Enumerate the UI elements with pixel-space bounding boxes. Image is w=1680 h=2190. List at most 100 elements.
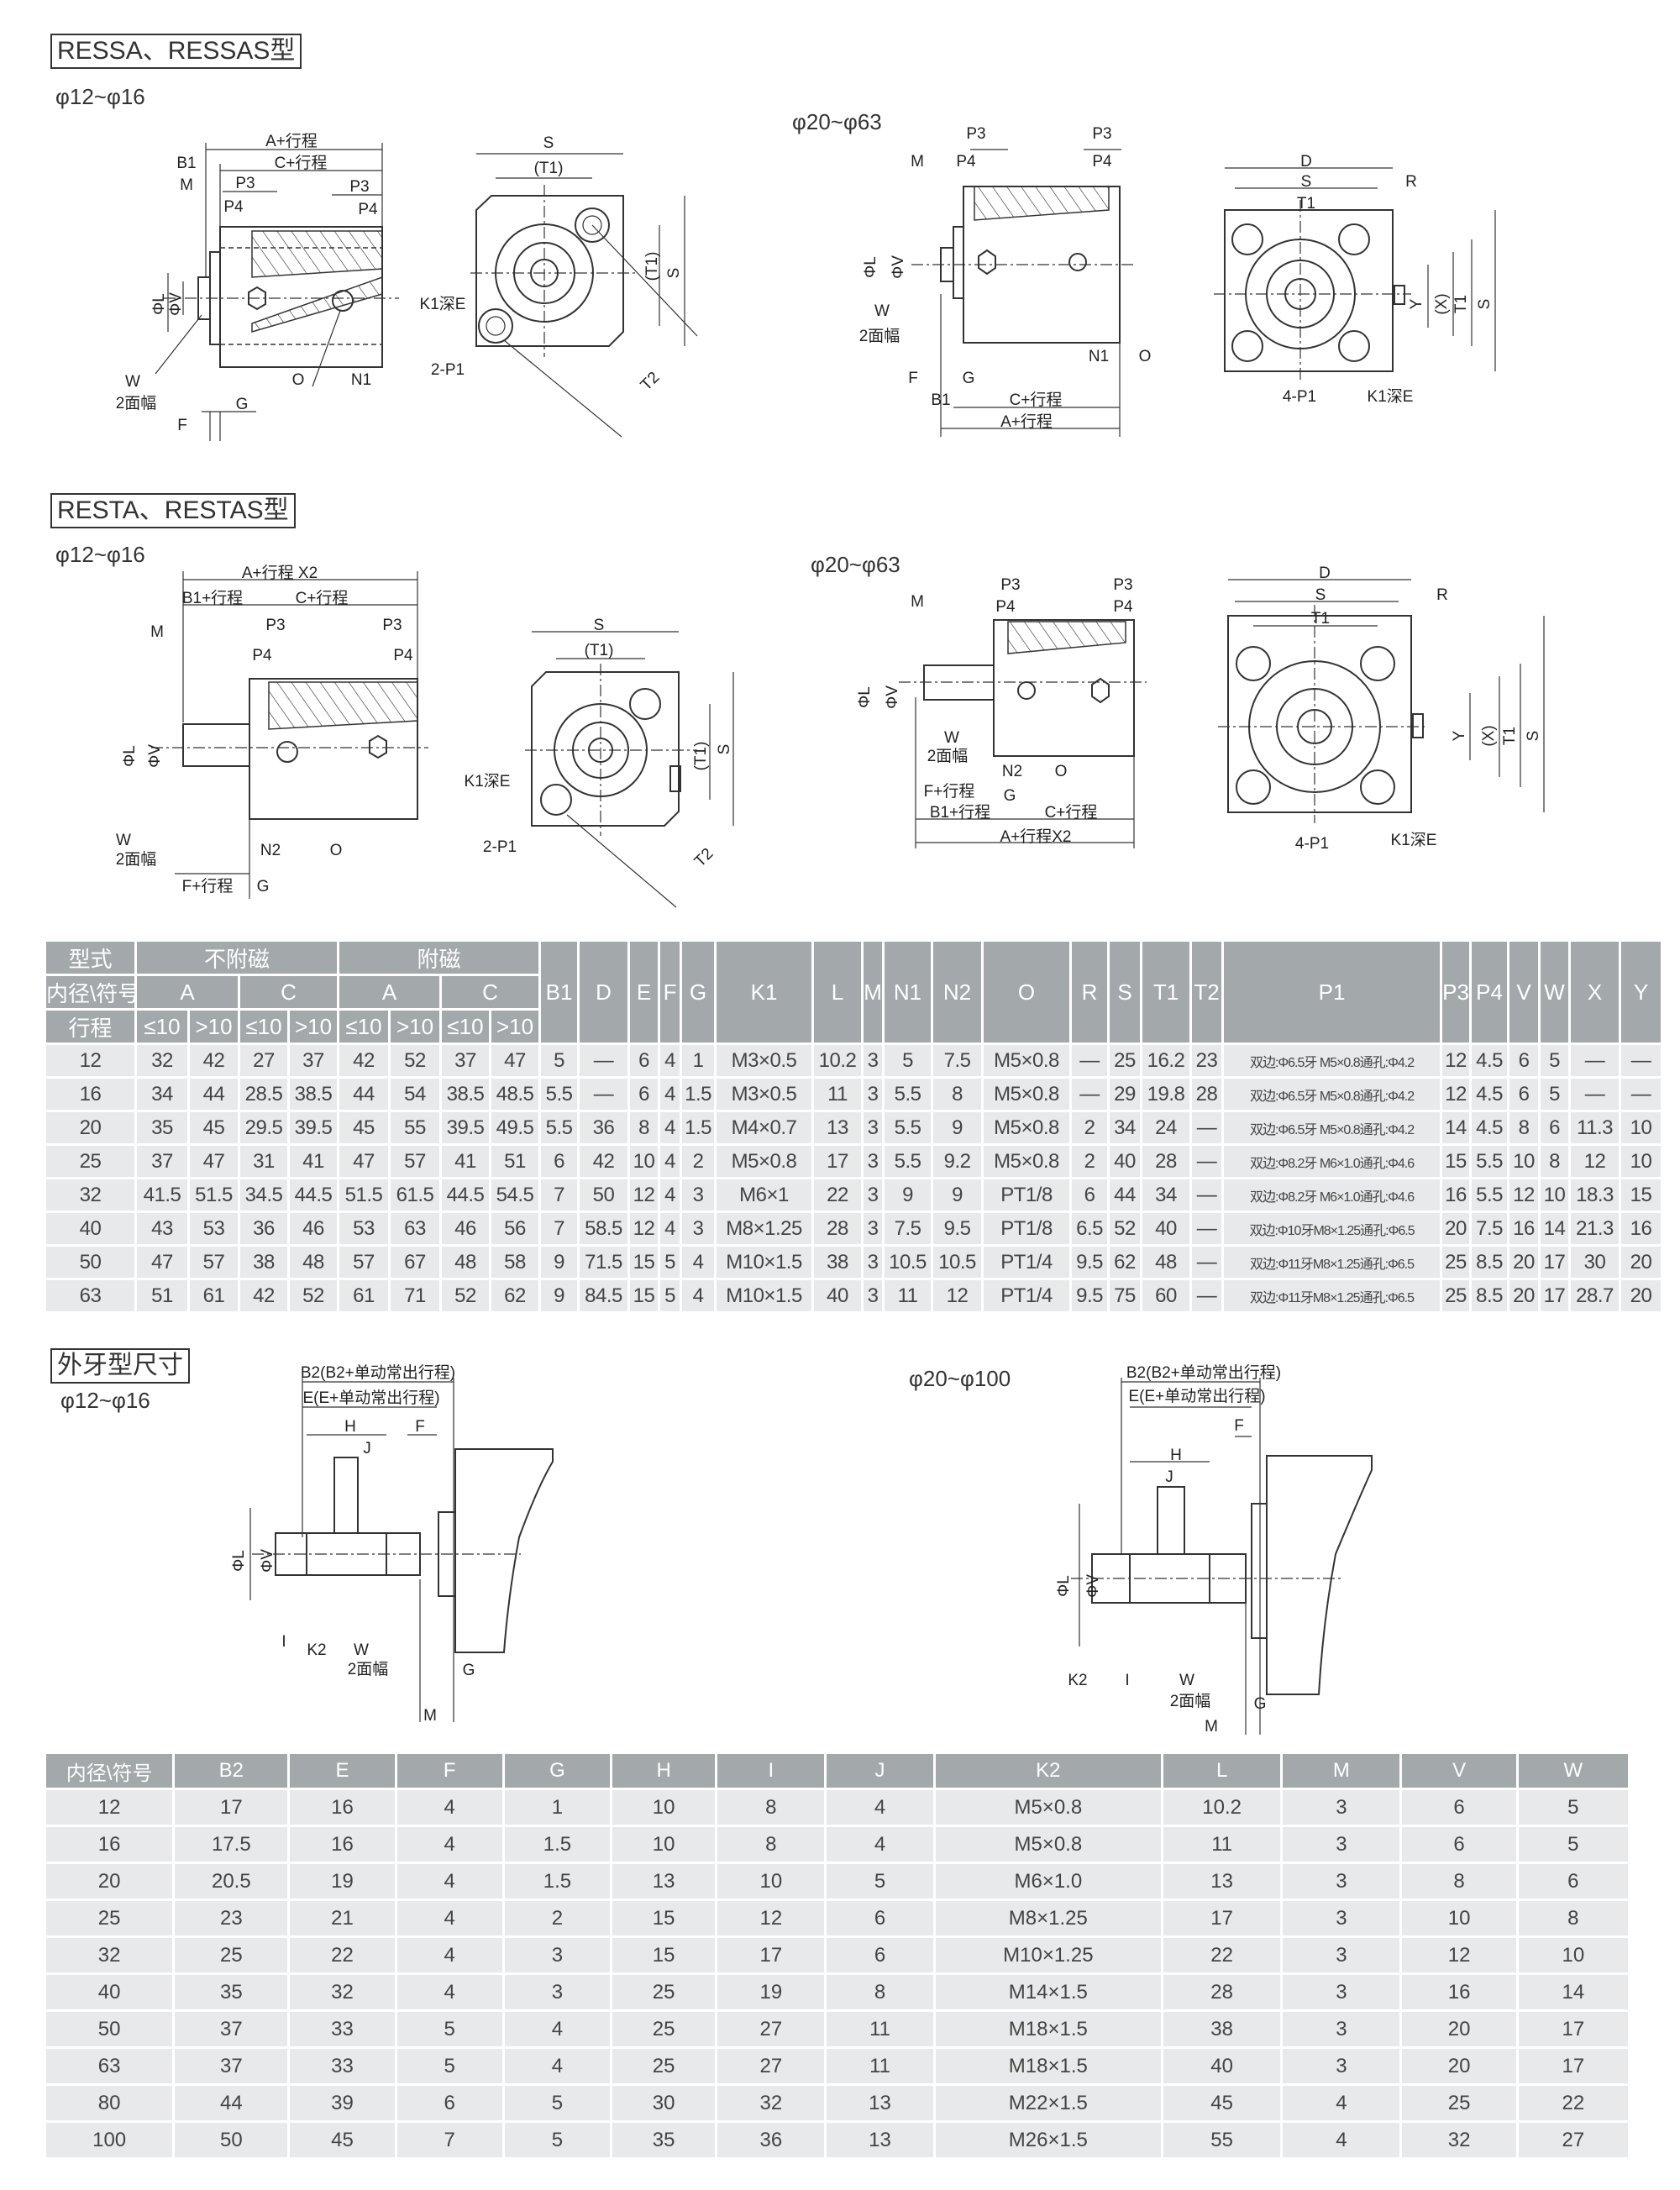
table-cell: 75 bbox=[1110, 1280, 1141, 1311]
table-cell: 16 bbox=[290, 1790, 395, 1825]
table-cell: 28 bbox=[814, 1213, 862, 1244]
table-cell: 13 bbox=[1163, 1864, 1281, 1899]
table-cell: 25 bbox=[612, 2012, 716, 2046]
table-cell: 16 bbox=[1621, 1213, 1662, 1244]
table-cell: 5 bbox=[396, 2012, 502, 2046]
table-cell: 3 bbox=[504, 1938, 611, 1972]
dim-label: 2面幅 bbox=[859, 327, 900, 345]
table-cell: 51 bbox=[491, 1146, 539, 1177]
table-cell: 40 bbox=[1163, 2049, 1281, 2083]
table-cell: 14 bbox=[1442, 1112, 1470, 1143]
table-cell: 27 bbox=[717, 2049, 825, 2083]
header-col: B2 bbox=[175, 1754, 288, 1788]
table-cell: 19.8 bbox=[1142, 1079, 1190, 1110]
table-cell: 38 bbox=[814, 1247, 862, 1278]
header-col: K2 bbox=[935, 1754, 1162, 1788]
dim-label: E(E+单动常出行程) bbox=[1128, 1387, 1265, 1405]
table-cell: 6 bbox=[827, 1901, 933, 1935]
dim-label: B1 bbox=[176, 155, 196, 172]
dim-label: G bbox=[463, 1662, 475, 1679]
dim-label: S bbox=[1315, 586, 1326, 604]
table-cell: 9.5 bbox=[933, 1213, 982, 1244]
bore-cell: 32 bbox=[46, 1179, 134, 1211]
dim-label: R bbox=[1405, 173, 1417, 191]
bore-cell: 16 bbox=[46, 1827, 173, 1862]
bore-range-label: φ12~φ16 bbox=[55, 542, 145, 567]
header-col: D bbox=[580, 942, 628, 1042]
table-cell: 5.5 bbox=[885, 1112, 932, 1143]
table-cell: 5 bbox=[396, 2049, 502, 2083]
dim-label: ΦV bbox=[146, 744, 164, 768]
table-cell: M6×1.0 bbox=[935, 1864, 1162, 1899]
table-cell: 17.5 bbox=[175, 1827, 288, 1862]
table-cell: 11 bbox=[885, 1280, 932, 1311]
header-gt10: >10 bbox=[491, 1011, 539, 1042]
table-cell: 20.5 bbox=[175, 1864, 288, 1899]
drawing-ressa-small-side: A+行程 C+行程 B1 M P3 P3 P4 P4 ΦL ΦV W 2面幅 O… bbox=[116, 132, 399, 441]
table-cell: M10×1.5 bbox=[717, 1247, 812, 1278]
dim-label: P4 bbox=[995, 598, 1016, 616]
header-col: J bbox=[827, 1754, 933, 1788]
table-cell: 36 bbox=[717, 2123, 825, 2157]
bore-range-label: φ12~φ16 bbox=[60, 1388, 150, 1413]
table-cell: PT1/8 bbox=[984, 1179, 1070, 1211]
table-cell: 10 bbox=[612, 1827, 716, 1862]
table-cell: 42 bbox=[580, 1146, 628, 1177]
table-cell: 48 bbox=[1142, 1247, 1190, 1278]
dim-label: S bbox=[594, 617, 605, 634]
dim-label: F+行程 bbox=[924, 782, 975, 801]
table-cell: 10 bbox=[1541, 1179, 1569, 1211]
table-cell: 62 bbox=[491, 1280, 539, 1311]
table-cell: 41 bbox=[442, 1146, 490, 1177]
table-cell: 双边:Φ6.5牙 M5×0.8通孔:Φ4.2 bbox=[1224, 1079, 1441, 1110]
bore-cell: 32 bbox=[46, 1938, 173, 1972]
table-cell: 57 bbox=[190, 1247, 238, 1278]
table-cell: 19 bbox=[290, 1864, 395, 1899]
header-col: H bbox=[612, 1754, 716, 1788]
table-cell: 3 bbox=[1283, 1975, 1400, 2009]
header-col: M bbox=[864, 942, 883, 1042]
table-cell: 5.5 bbox=[1472, 1146, 1508, 1177]
table-cell: 45 bbox=[190, 1112, 238, 1143]
dim-label: P4 bbox=[358, 201, 378, 218]
table-cell: 14 bbox=[1518, 1975, 1628, 2009]
table-cell: 21 bbox=[290, 1901, 395, 1935]
dim-label: P3 bbox=[966, 125, 985, 143]
dim-label: ΦL bbox=[1055, 1575, 1073, 1597]
table-cell: 20 bbox=[1442, 1213, 1470, 1244]
table-cell: 30 bbox=[612, 2086, 716, 2120]
dim-label: N1 bbox=[1089, 348, 1109, 365]
table-cell: 12 bbox=[933, 1280, 982, 1311]
dim-label: S bbox=[1525, 731, 1542, 742]
table-cell: 25 bbox=[1110, 1045, 1141, 1076]
table-cell: 4 bbox=[1283, 2086, 1400, 2120]
table-cell: 40 bbox=[1142, 1213, 1190, 1244]
table-cell: 49.5 bbox=[491, 1112, 539, 1143]
table-cell: 4.5 bbox=[1472, 1045, 1508, 1076]
table-cell: 1.5 bbox=[682, 1079, 715, 1110]
table-cell: — bbox=[1192, 1280, 1222, 1311]
table-cell: 45 bbox=[290, 2123, 395, 2157]
dim-label: ΦL bbox=[150, 293, 168, 315]
dim-label: ΦL bbox=[862, 256, 879, 278]
dim-label: ΦL bbox=[121, 745, 139, 767]
table-cell: 3 bbox=[1283, 1790, 1400, 1825]
table-cell: 36 bbox=[580, 1112, 628, 1143]
dim-label: (X) bbox=[1480, 725, 1498, 746]
table-cell: 33 bbox=[290, 2012, 395, 2046]
table-cell: 10 bbox=[717, 1864, 825, 1899]
table-cell: 9 bbox=[933, 1179, 982, 1211]
table-cell: 8 bbox=[717, 1827, 825, 1862]
table-cell: 29.5 bbox=[240, 1112, 287, 1143]
table-cell: M6×1 bbox=[717, 1179, 812, 1211]
table-cell: 5 bbox=[541, 1045, 578, 1076]
table-cell: 17 bbox=[1163, 1901, 1281, 1935]
bore-cell: 100 bbox=[46, 2123, 173, 2157]
table-cell: 45 bbox=[339, 1112, 389, 1143]
dim-label: M bbox=[423, 1707, 437, 1725]
table-cell: 4 bbox=[660, 1112, 680, 1143]
dim-label: B2(B2+单动常出行程) bbox=[301, 1363, 455, 1382]
dim-label: K1深E bbox=[1391, 831, 1437, 849]
